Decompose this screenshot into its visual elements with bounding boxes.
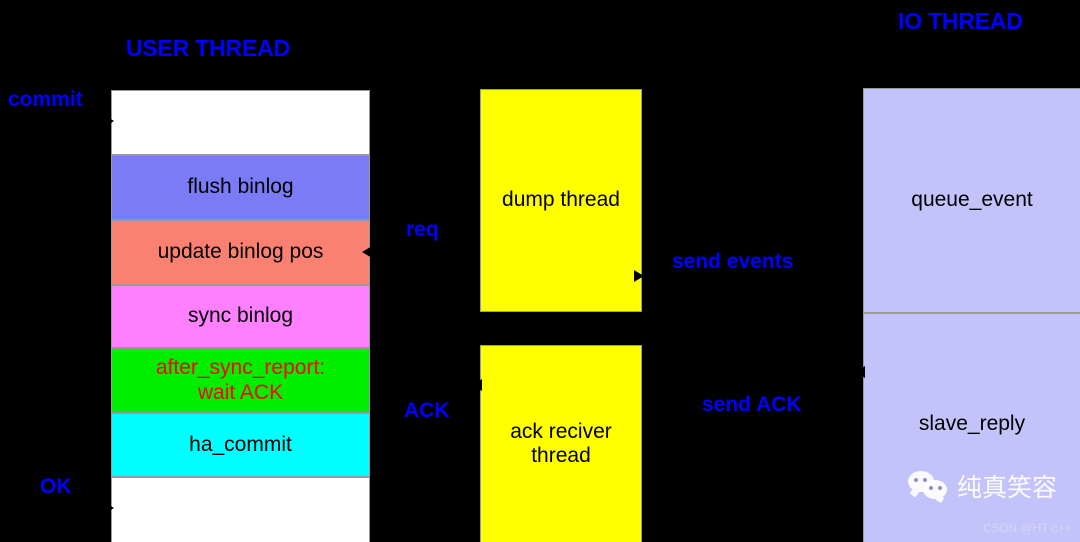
ack-receiver-thread-box: ack reciver thread <box>480 345 642 542</box>
dump-thread-box: dump thread <box>480 89 642 312</box>
arrow-left-icon-ack <box>472 379 482 391</box>
user-thread-segment-update-binlog-pos: update binlog pos <box>111 220 370 285</box>
user-thread-segment-flush-binlog: flush binlog <box>111 155 370 220</box>
dump-thread-label: dump thread <box>502 188 620 212</box>
queue-event-box: queue_event <box>863 88 1080 313</box>
arrow-right-icon-commit <box>104 115 114 127</box>
user-thread-segment-sync-binlog: sync binlog <box>111 285 370 348</box>
edge-label-req: req <box>406 218 439 241</box>
edge-label-send-ack: send ACK <box>702 393 802 416</box>
column-title-user-thread: USER THREAD <box>126 35 290 61</box>
column-title-io-thread: IO THREAD <box>898 8 1023 34</box>
edge-label-ack: ACK <box>404 399 450 422</box>
user-thread-segment-bottom <box>111 477 370 542</box>
slave-reply-label: slave_reply <box>918 412 1026 435</box>
arrow-left-icon-send-ack <box>855 366 865 378</box>
ack-receiver-thread-label: ack reciver thread <box>510 420 612 468</box>
arrow-right-icon-ok <box>104 502 114 514</box>
ack-receiver-line1: ack reciver <box>510 419 612 443</box>
edge-label-send-events: send events <box>672 250 794 273</box>
edge-label-commit: commit <box>8 88 83 111</box>
ack-receiver-line2: thread <box>531 444 591 467</box>
after-sync-report-line2: wait ACK <box>197 380 284 404</box>
queue-event-label: queue_event <box>911 188 1033 212</box>
arrow-left-icon-req <box>362 246 372 258</box>
watermark-credit: CSDN @HT c++ <box>983 521 1072 535</box>
segment-label-ha-commit: ha_commit <box>189 432 292 456</box>
segment-label-flush-binlog: flush binlog <box>187 175 294 199</box>
user-thread-segment-ha-commit: ha_commit <box>111 413 370 477</box>
after-sync-report-line1: after_sync_report: <box>155 356 326 380</box>
user-thread-segment-top <box>111 90 370 155</box>
user-thread-segment-after-sync-report: after_sync_report: wait ACK <box>111 348 370 413</box>
edge-label-ok: OK <box>40 475 72 498</box>
arrow-right-icon-send-events <box>634 270 644 282</box>
segment-label-after-sync-report: after_sync_report: wait ACK <box>156 356 325 404</box>
segment-label-update-binlog-pos: update binlog pos <box>157 240 324 264</box>
segment-label-sync-binlog: sync binlog <box>187 304 294 328</box>
slave-reply-box: slave_reply <box>863 313 1080 542</box>
